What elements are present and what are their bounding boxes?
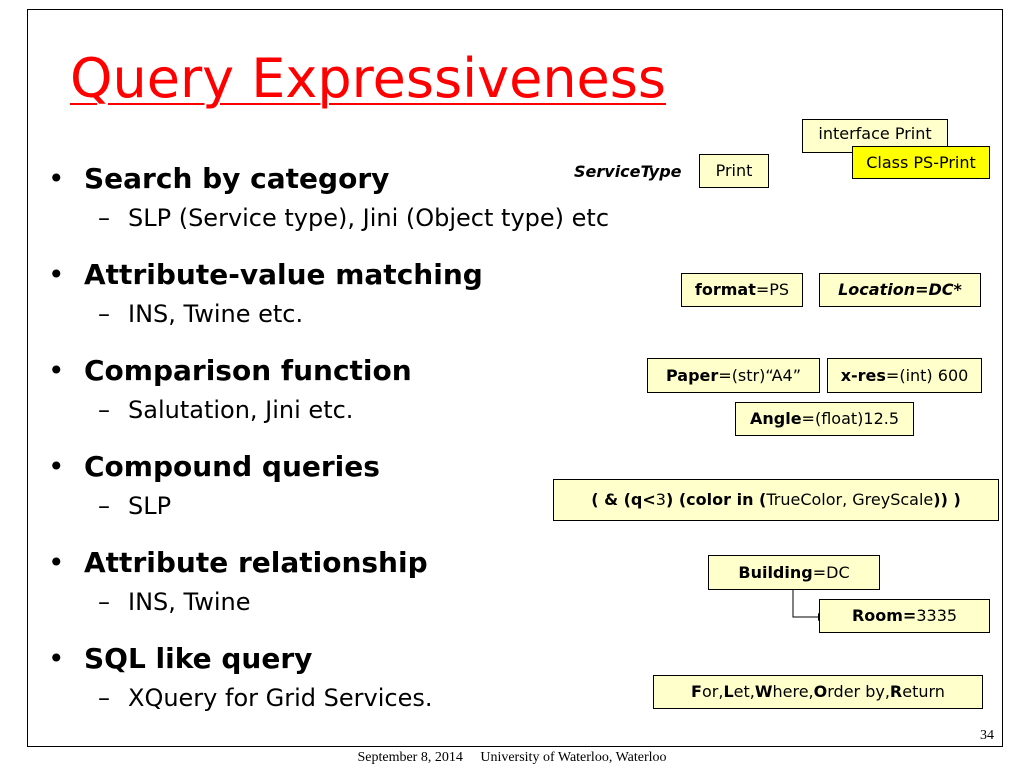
room-key: Room= bbox=[851, 606, 917, 625]
xquery-part: O bbox=[813, 682, 828, 701]
xres-box: x-res=(int) 600 bbox=[827, 358, 982, 393]
xquery-part: et, bbox=[733, 682, 755, 701]
xquery-part: W bbox=[754, 682, 773, 701]
print-box: Print bbox=[699, 154, 769, 188]
format-key: format bbox=[694, 280, 756, 299]
bullet-list: •Search by category –SLP (Service type),… bbox=[40, 160, 720, 736]
footer-date: September 8, 2014 bbox=[357, 750, 463, 765]
page-number: 34 bbox=[980, 728, 994, 743]
footer-org: University of Waterloo, Waterloo bbox=[480, 750, 667, 765]
format-box: format=PS bbox=[681, 273, 803, 307]
bullet-text: SQL like query bbox=[84, 642, 313, 675]
bullet-glyph: • bbox=[48, 450, 65, 483]
bullet-item: • SQL like query bbox=[40, 640, 720, 678]
dash-glyph: – bbox=[98, 492, 110, 520]
compound-part: )) ) bbox=[933, 490, 961, 509]
paper-key: Paper bbox=[665, 365, 719, 385]
room-box: Room=3335 bbox=[819, 599, 990, 633]
bullet-text: Attribute-value matching bbox=[84, 258, 483, 291]
compound-part: TrueColor, GreyScale bbox=[766, 490, 934, 509]
sub-bullet-item: –INS, Twine etc. bbox=[40, 294, 720, 352]
bullet-glyph: • bbox=[48, 546, 65, 579]
bullet-item: • Compound queries bbox=[40, 448, 720, 486]
xquery-part: L bbox=[723, 682, 734, 701]
xres-value: =(int) 600 bbox=[885, 365, 969, 385]
room-value: 3335 bbox=[916, 606, 958, 625]
paper-value: =(str)“A4” bbox=[718, 365, 801, 385]
bullet-glyph: • bbox=[48, 258, 65, 291]
slide-footer: September 8, 2014 University of Waterloo… bbox=[0, 750, 1024, 766]
bullet-glyph: • bbox=[48, 642, 65, 675]
sub-bullet-text: Salutation, Jini etc. bbox=[128, 396, 354, 424]
sub-bullet-text: SLP (Service type), Jini (Object type) e… bbox=[128, 204, 610, 232]
sub-bullet-item: –SLP bbox=[40, 486, 720, 544]
bullet-item: • Attribute-value matching bbox=[40, 256, 720, 294]
sub-bullet-item: –XQuery for Grid Services. bbox=[40, 678, 720, 736]
xquery-part: R bbox=[889, 682, 903, 701]
sub-bullet-item: –INS, Twine bbox=[40, 582, 720, 640]
xquery-part: or, bbox=[701, 682, 724, 701]
angle-box: Angle=(float)12.5 bbox=[735, 402, 914, 436]
building-key: Building bbox=[738, 562, 813, 582]
sub-bullet-text: INS, Twine bbox=[128, 588, 251, 616]
bullet-text: Attribute relationship bbox=[84, 546, 428, 579]
xquery-part: rder by, bbox=[827, 682, 890, 701]
bullet-glyph: • bbox=[48, 354, 65, 387]
dash-glyph: – bbox=[98, 396, 110, 424]
compound-part: ) (color in ( bbox=[665, 490, 767, 509]
sub-bullet-item: –SLP (Service type), Jini (Object type) … bbox=[40, 198, 720, 256]
xquery-part: eturn bbox=[902, 682, 945, 701]
sub-bullet-text: INS, Twine etc. bbox=[128, 300, 304, 328]
sub-bullet-text: XQuery for Grid Services. bbox=[128, 684, 433, 712]
slide-title: Query Expressiveness bbox=[70, 47, 667, 110]
bullet-item: • Search by category bbox=[40, 160, 720, 198]
service-type-label: ServiceType bbox=[574, 162, 682, 181]
sub-bullet-item: –Salutation, Jini etc. bbox=[40, 390, 720, 448]
bullet-item: • Comparison function bbox=[40, 352, 720, 390]
compound-part: 3 bbox=[655, 490, 666, 509]
dash-glyph: – bbox=[98, 684, 110, 712]
class-ps-print-box: Class PS-Print bbox=[852, 146, 990, 179]
bullet-item: • Attribute relationship bbox=[40, 544, 720, 582]
bullet-text: Comparison function bbox=[84, 354, 412, 387]
xres-key: x-res bbox=[840, 365, 886, 385]
paper-box: Paper=(str)“A4” bbox=[647, 358, 820, 393]
bullet-text: Search by category bbox=[84, 162, 390, 195]
format-value: =PS bbox=[755, 280, 790, 299]
bullet-glyph: • bbox=[48, 162, 65, 195]
compound-query-box: ( & (q<3) (color in (TrueColor, GreyScal… bbox=[553, 479, 999, 521]
dash-glyph: – bbox=[98, 204, 110, 232]
slide-frame bbox=[27, 9, 1003, 747]
xquery-part: F bbox=[691, 682, 702, 701]
building-value: =DC bbox=[812, 562, 850, 582]
sub-bullet-text: SLP bbox=[128, 492, 172, 520]
bullet-text: Compound queries bbox=[84, 450, 380, 483]
angle-key: Angle bbox=[749, 409, 802, 428]
xquery-part: here, bbox=[772, 682, 814, 701]
location-box: Location=DC* bbox=[819, 273, 981, 307]
dash-glyph: – bbox=[98, 588, 110, 616]
angle-value: =(float)12.5 bbox=[801, 409, 900, 428]
dash-glyph: – bbox=[98, 300, 110, 328]
building-box: Building=DC bbox=[708, 555, 880, 590]
compound-part: ( & (q< bbox=[591, 490, 656, 509]
